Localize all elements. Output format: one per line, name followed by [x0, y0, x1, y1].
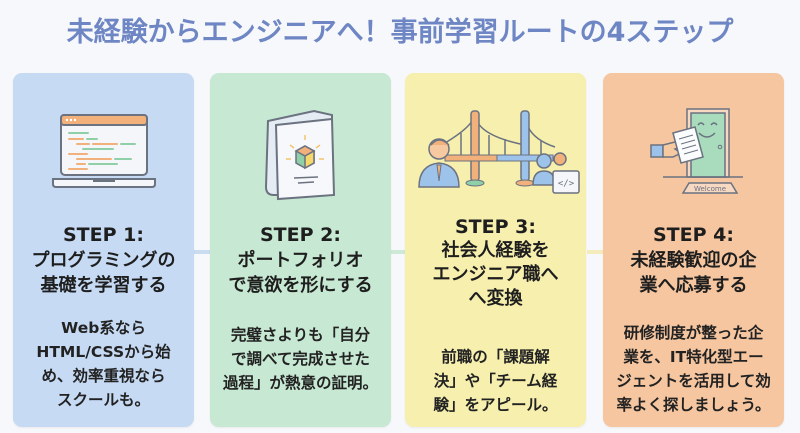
step-card-3: </> STEP 3: 社会人経験を エンジニア職へ へ変換 前職の「課題解 決…	[405, 73, 586, 427]
step-card-2: STEP 2: ポートフォリオ で意欲を形にする 完璧さよりも「自分 で調べて完…	[210, 73, 391, 427]
step-connector	[587, 250, 605, 254]
step-heading: STEP 2: ポートフォリオ で意欲を形にする	[228, 224, 373, 296]
laptop-code-icon	[52, 114, 156, 188]
step-description: 完璧さよりも「自分 で調べて完成させた 過程」が熱意の証明。	[222, 326, 378, 392]
portfolio-book-icon	[264, 109, 336, 201]
bridge-career-icon: </>	[418, 110, 580, 194]
step-heading: STEP 4: 未経験歓迎の企 業へ応募する	[630, 224, 757, 296]
step-heading: STEP 1: プログラミングの 基礎を学習する	[31, 224, 176, 296]
step-description: Web系なら HTML/CSSから始 め、効率重視なら スクールも。	[36, 319, 171, 409]
step-heading: STEP 3: 社会人経験を エンジニア職へ へ変換	[432, 216, 559, 309]
step-card-1: STEP 1: プログラミングの 基礎を学習する Web系なら HTML/CSS…	[13, 73, 194, 427]
welcome-mat-text: Welcome	[694, 185, 726, 193]
step-connector	[193, 250, 211, 254]
step-description: 前職の「課題解 決」や「チーム経 験」をアピール。	[433, 348, 558, 414]
step-card-4: Welcome STEP 4: 未経験歓迎の企 業へ応募する 研修制度が整った企…	[603, 73, 784, 427]
step-connector	[390, 250, 408, 254]
svg-text:</>: </>	[558, 179, 575, 189]
welcome-door-icon: Welcome	[650, 108, 743, 194]
step-description: 研修制度が整った企 業を、IT特化型エー ジェントを活用して効 率よく探しましょ…	[616, 324, 771, 414]
page-title: 未経験からエンジニアへ！事前学習ルートの4ステップ	[66, 17, 734, 48]
